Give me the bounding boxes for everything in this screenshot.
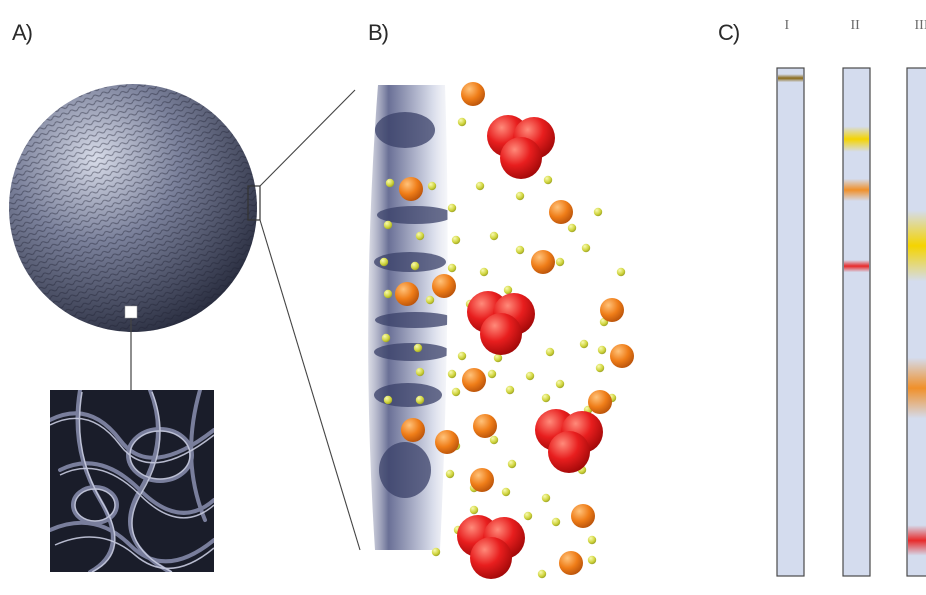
small-molecule [526,372,534,380]
small-molecule [384,221,392,229]
small-molecule [504,286,512,294]
large-molecule [457,515,525,579]
medium-molecule [395,282,419,306]
large-molecule [487,115,555,179]
small-molecule [452,236,460,244]
small-molecule [458,118,466,126]
medium-molecule [401,418,425,442]
medium-molecule [432,274,456,298]
small-molecule [516,192,524,200]
small-molecule [542,494,550,502]
small-molecule [588,536,596,544]
small-molecule [490,232,498,240]
medium-molecule [531,250,555,274]
column-2 [843,68,870,576]
small-molecule [384,290,392,298]
column-3 [907,68,926,576]
column-band [778,74,803,82]
small-molecule [386,179,394,187]
small-molecule [508,460,516,468]
small-molecule [556,380,564,388]
column-band [844,179,869,201]
small-molecule [582,244,590,252]
column-band [908,210,926,281]
small-molecule [411,262,419,270]
medium-molecule [600,298,624,322]
small-molecule [542,394,550,402]
small-molecule [538,570,546,578]
small-molecule [458,352,466,360]
small-molecule [594,208,602,216]
column-tube [907,68,926,576]
medium-molecule [588,390,612,414]
small-molecule [432,548,440,556]
zoom-line-top [260,90,355,186]
small-molecule [556,258,564,266]
column-band [844,260,869,272]
medium-molecule [470,468,494,492]
medium-molecule [571,504,595,528]
column-label: II [851,18,860,34]
small-molecule [568,224,576,232]
small-molecule [544,176,552,184]
small-molecule [546,348,554,356]
small-molecule [588,556,596,564]
medium-molecule [610,344,634,368]
small-molecule [524,512,532,520]
small-molecule [470,506,478,514]
small-molecule [380,258,388,266]
bead-wall-section [350,80,460,560]
medium-molecule [462,368,486,392]
column-band [908,525,926,555]
small-molecule [490,436,498,444]
small-molecule [452,388,460,396]
small-molecule [480,268,488,276]
small-molecule [416,396,424,404]
column-1 [777,68,804,576]
small-molecule [416,232,424,240]
sem-region-marker [125,306,137,318]
large-molecule [467,291,535,355]
column-band [844,126,869,151]
medium-molecule [435,430,459,454]
small-molecule [494,354,502,362]
zoom-line-bottom [260,220,360,550]
small-molecule [506,386,514,394]
small-molecule [596,364,604,372]
small-molecule [488,370,496,378]
sem-micrograph [50,390,214,572]
separation-columns [777,68,926,576]
column-band [908,358,926,419]
small-molecule [580,340,588,348]
large-molecule [535,409,603,473]
small-molecule [446,470,454,478]
medium-molecule [559,551,583,575]
small-molecule [598,346,606,354]
small-molecule [428,182,436,190]
small-molecule [448,264,456,272]
small-molecule [476,182,484,190]
medium-molecule [549,200,573,224]
medium-molecule [461,82,485,106]
column-label: III [915,18,926,34]
small-molecule [617,268,625,276]
bead-sphere [9,84,257,332]
column-label: I [785,18,790,34]
small-molecule [448,204,456,212]
small-molecule [414,344,422,352]
medium-molecule [473,414,497,438]
small-molecule [416,368,424,376]
column-tube [777,68,804,576]
medium-molecule [399,177,423,201]
small-molecule [502,488,510,496]
small-molecule [552,518,560,526]
small-molecule [382,334,390,342]
small-molecule [426,296,434,304]
small-molecule [516,246,524,254]
small-molecule [384,396,392,404]
small-molecule [448,370,456,378]
